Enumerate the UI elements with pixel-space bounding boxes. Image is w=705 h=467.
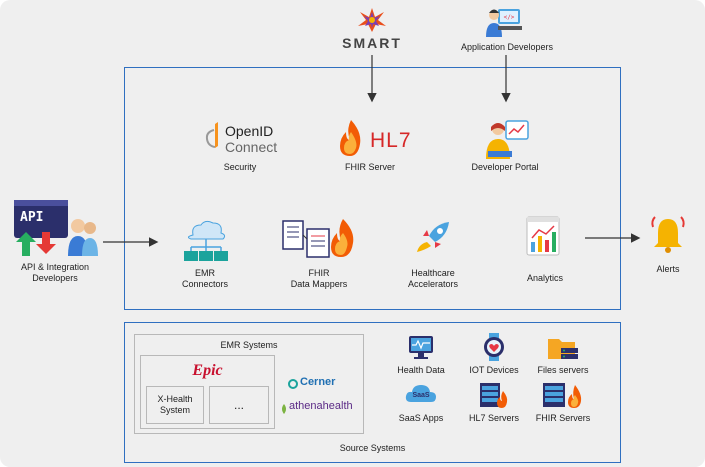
smart-star-icon — [352, 6, 392, 34]
fire-icon — [336, 118, 366, 158]
cerner-logo: Cerner — [300, 376, 336, 388]
x-health-label-line2: System — [159, 405, 190, 415]
security-label: Security — [223, 162, 257, 172]
x-health-system-box: X-Health System — [146, 386, 204, 424]
openid-logo-line2: Connect — [225, 139, 278, 155]
alerts-label: Alerts — [656, 264, 680, 274]
cloud-connector-icon — [181, 219, 231, 261]
emr-connectors-label-line2: Connectors — [181, 279, 229, 289]
api-developers-label-line2: Developers — [32, 273, 78, 283]
iot-devices-label: IOT Devices — [469, 365, 519, 375]
data-mapper-icon — [281, 215, 357, 261]
fhir-server-label: FHIR Server — [344, 162, 395, 172]
source-systems-box — [124, 322, 621, 463]
saas-cloud-icon — [405, 382, 437, 406]
svg-text:</>: </> — [504, 14, 515, 21]
api-developers-label-line1: API & Integration — [20, 262, 90, 272]
hl7-server-icon — [478, 381, 508, 409]
api-badge: API — [20, 210, 44, 225]
fhir-server-icon — [541, 381, 583, 409]
epic-box — [140, 355, 275, 429]
analytics-icon — [526, 216, 560, 256]
smart-logo-text: SMART — [342, 35, 402, 51]
openid-icon — [205, 122, 225, 148]
analytics-label: Analytics — [526, 273, 563, 283]
health-data-label: Health Data — [397, 365, 445, 375]
saas-apps-label: SaaS Apps — [398, 413, 444, 423]
developer-portal-icon — [484, 117, 530, 159]
file-server-icon — [547, 335, 579, 361]
epic-logo: Epic — [192, 362, 223, 379]
more-systems-label: ... — [233, 397, 244, 412]
athena-leaf-icon — [280, 401, 288, 414]
hl7-servers-label: HL7 Servers — [468, 413, 520, 423]
saas-badge: SaaS — [412, 392, 430, 399]
fhir-mappers-label-line2: Data Mappers — [290, 279, 348, 289]
source-systems-label: Source Systems — [339, 443, 406, 453]
accelerators-label-line1: Healthcare — [411, 268, 455, 278]
emr-connectors-label-line1: EMR — [195, 268, 215, 278]
file-servers-label: Files servers — [537, 365, 589, 375]
fhir-mappers-label-line1: FHIR — [308, 268, 330, 278]
athenahealth-logo: athenahealth — [289, 400, 353, 412]
emr-systems-label: EMR Systems — [220, 340, 278, 350]
api-developers-icon — [12, 198, 98, 256]
accelerators-label-line2: Accelerators — [407, 279, 459, 289]
developer-icon: </> — [484, 3, 528, 39]
iot-device-icon — [481, 333, 507, 361]
hl7-logo: HL7 — [370, 129, 412, 152]
health-data-icon — [407, 334, 435, 360]
x-health-label-line1: X-Health — [157, 394, 193, 404]
bell-icon — [650, 215, 686, 255]
emr-systems-box — [134, 334, 364, 434]
app-developers-label: Application Developers — [460, 42, 554, 52]
cerner-icon — [288, 376, 298, 389]
developer-portal-label: Developer Portal — [471, 162, 539, 172]
fhir-servers-label: FHIR Servers — [535, 413, 591, 423]
more-systems-box: ... — [209, 386, 269, 424]
openid-logo-line1: OpenID — [225, 123, 274, 139]
rocket-icon — [415, 220, 453, 254]
